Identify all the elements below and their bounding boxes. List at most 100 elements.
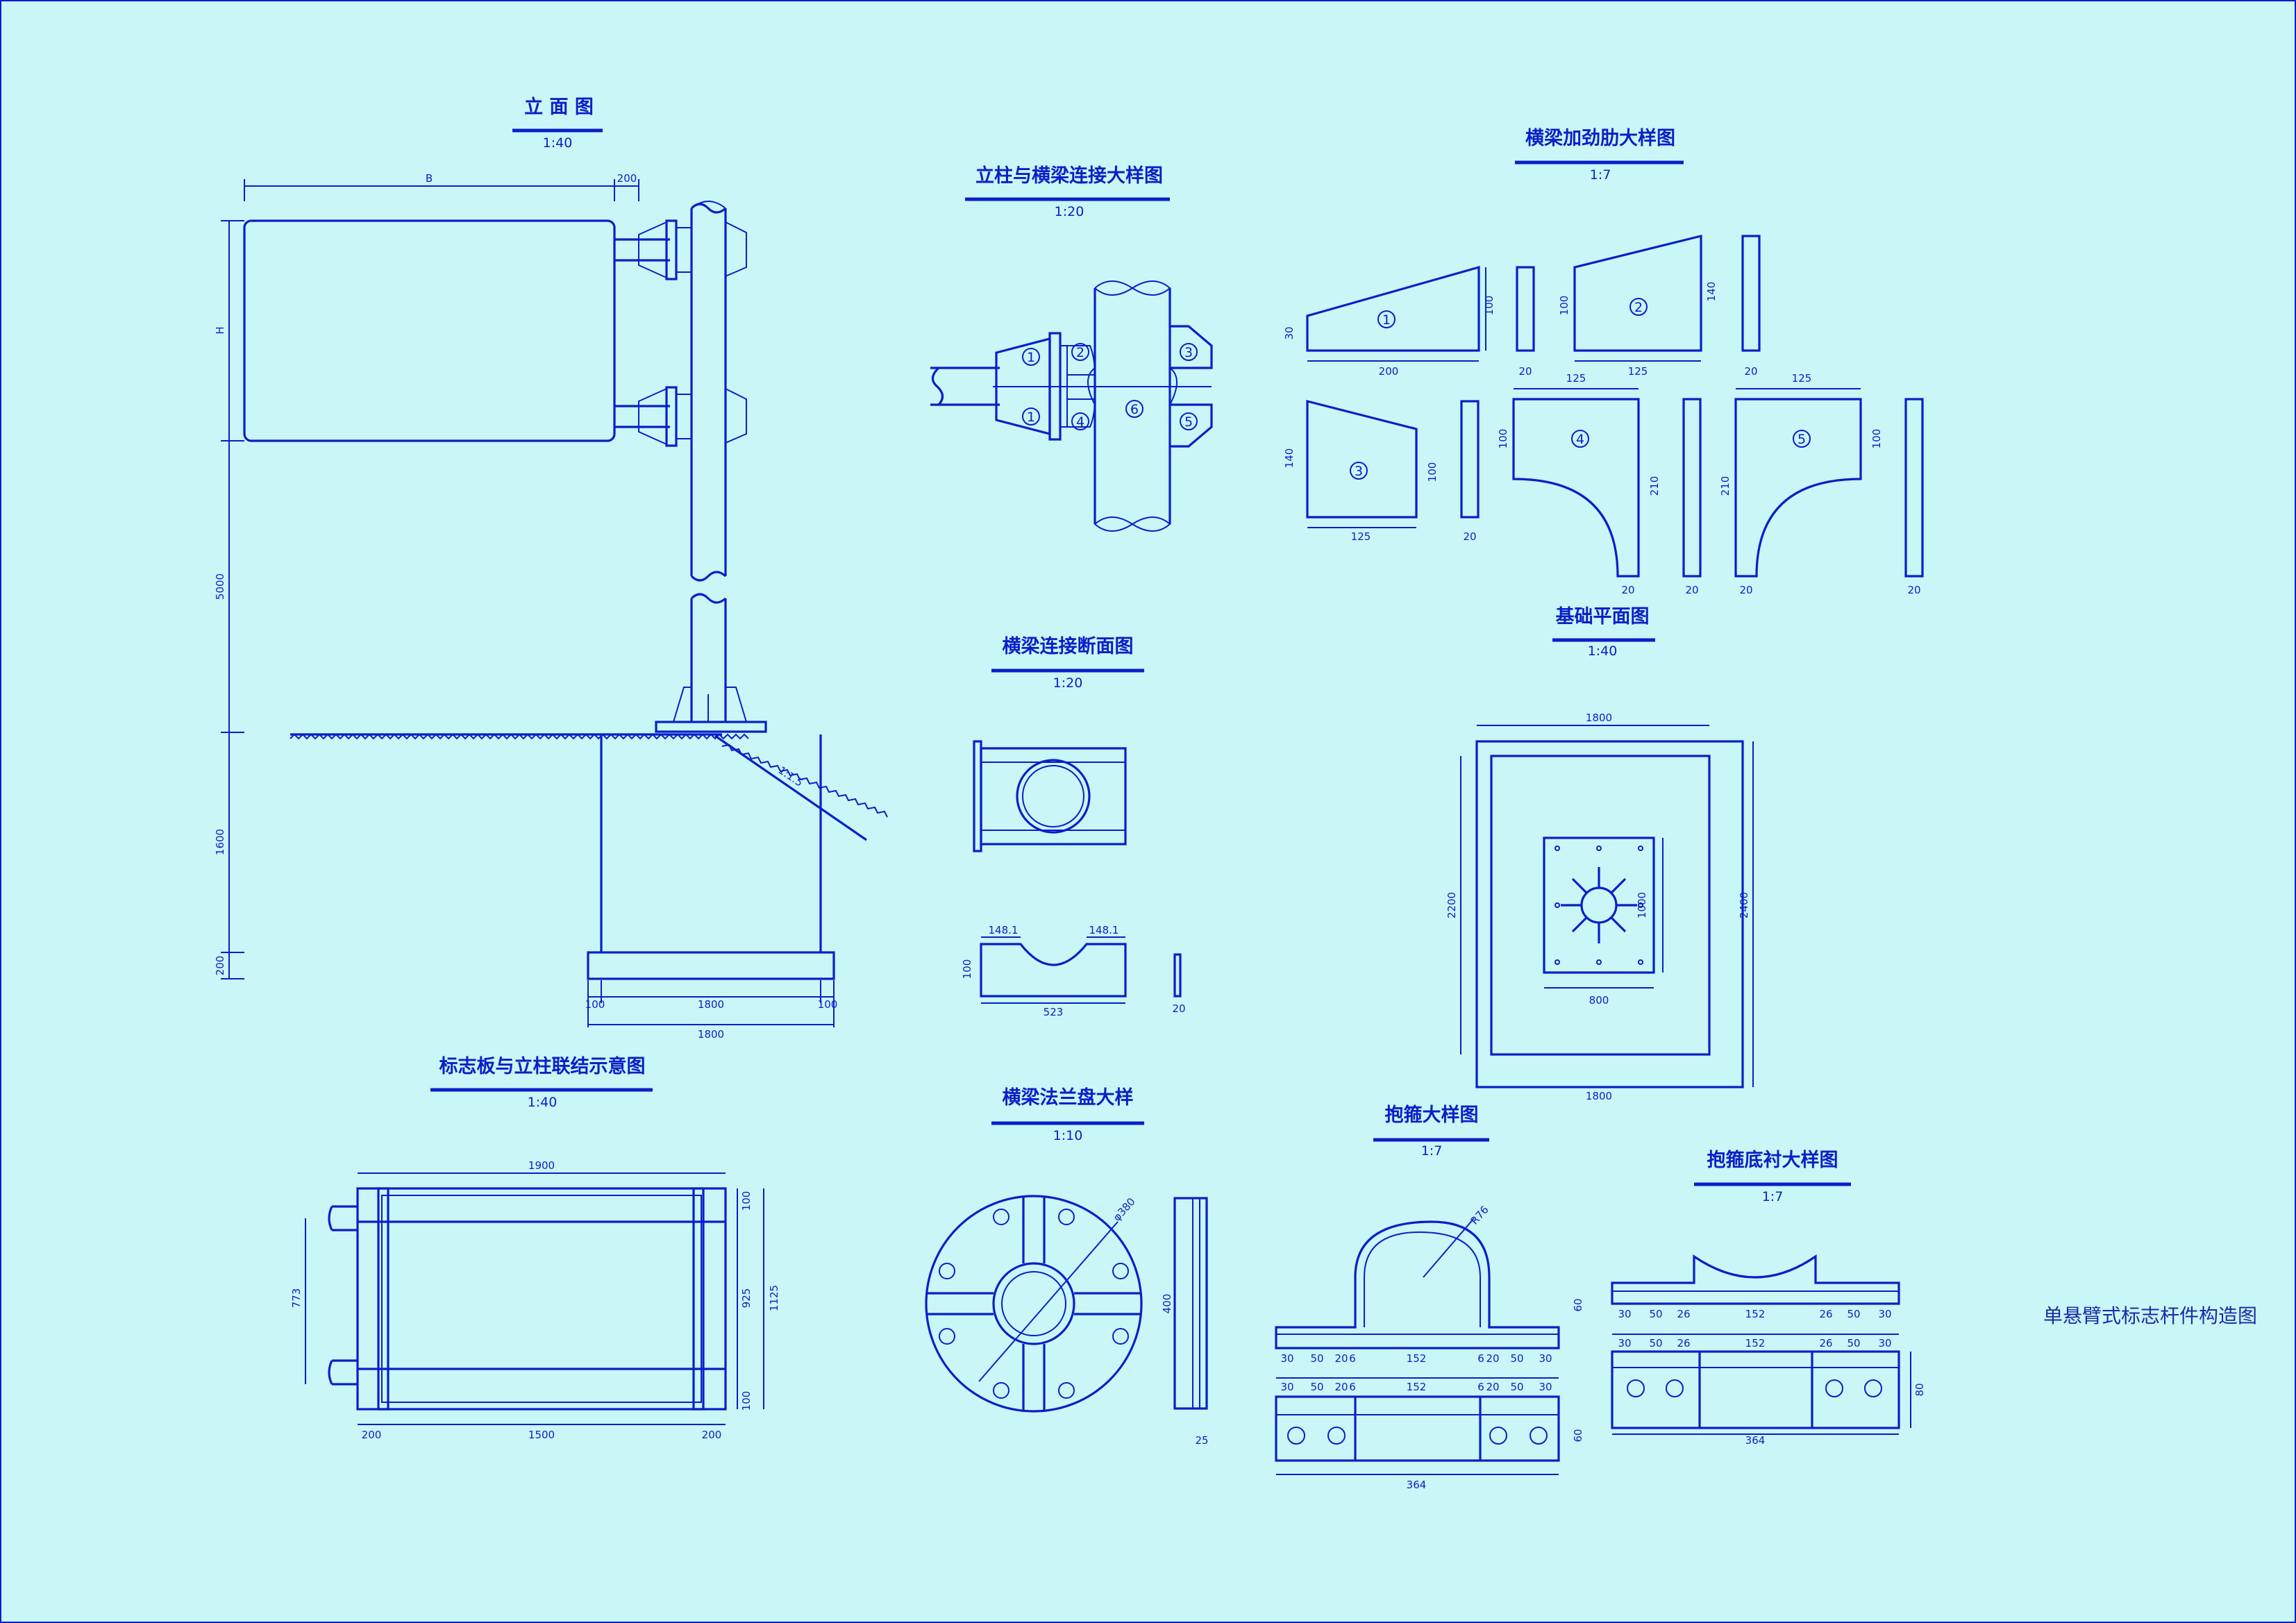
link-dim-b1: 200: [362, 1429, 382, 1441]
rib-dim-210b: 210: [1719, 476, 1732, 496]
liner-title: 抱箍底衬大样图: [1707, 1149, 1838, 1171]
rib-label-3: 3: [1355, 464, 1363, 479]
link-dim-top: 1900: [528, 1159, 555, 1172]
hoop-r1-7: 50: [1510, 1352, 1523, 1365]
liner-r1-6: 30: [1878, 1308, 1891, 1320]
column-beam-scale: 1:20: [1055, 204, 1084, 219]
liner-r2-6: 30: [1878, 1337, 1891, 1349]
rib-dim-100e: 100: [1870, 429, 1883, 449]
hoop-r1-1: 50: [1310, 1352, 1323, 1365]
rib-label-5: 5: [1798, 432, 1806, 447]
hoop-r1-0: 30: [1280, 1352, 1293, 1365]
foundation-dim-top: 1800: [1586, 712, 1612, 724]
hoop-r2-6: 20: [1486, 1381, 1499, 1393]
liner-r1-2: 26: [1677, 1308, 1690, 1320]
hoop-r1-2: 20: [1334, 1352, 1348, 1365]
rib-label-4: 4: [1576, 432, 1584, 447]
drawing-caption: 单悬臂式标志杆件构造图: [2043, 1304, 2257, 1327]
rib-dim-200: 200: [1379, 365, 1399, 378]
section-title: 横梁连接断面图: [1003, 635, 1134, 657]
hoop-scale: 1:7: [1421, 1143, 1443, 1159]
hoop-detail: 抱箍大样图 1:7 R76 60 30 50 20 6 152 6 20 50 …: [1275, 1104, 1584, 1491]
hoop-r2-5: 6: [1477, 1381, 1484, 1393]
link-dim-b3: 200: [702, 1429, 722, 1441]
liner-r1-3: 152: [1745, 1308, 1766, 1320]
elevation-dim-h: H: [214, 326, 226, 334]
liner-dim-h: 80: [1913, 1383, 1926, 1396]
elevation-slope-label: 1:1.5: [776, 764, 805, 789]
hoop-r1-5: 6: [1477, 1352, 1484, 1365]
flange-dim-h: 400: [1161, 1294, 1173, 1314]
hoop-dim-r: R76: [1468, 1204, 1491, 1227]
liner-r1-5: 50: [1847, 1308, 1860, 1320]
rib-label-1: 1: [1382, 312, 1391, 328]
elevation-scale: 1:40: [543, 135, 573, 151]
elevation-dim-1600: 1600: [214, 829, 226, 855]
rib-dim-20a: 20: [1518, 365, 1532, 378]
flange-scale: 1:10: [1053, 1128, 1083, 1143]
elevation-view: 立 面 图 1:40 B 200 H 5000 1600 200: [214, 96, 888, 1041]
link-dim-b2: 1500: [528, 1429, 555, 1441]
sign-board: [243, 219, 616, 442]
hoop-title: 抱箍大样图: [1385, 1104, 1479, 1126]
liner-r2-4: 26: [1819, 1337, 1832, 1349]
foundation-dim-bottom: 1800: [1586, 1090, 1612, 1102]
flange-title: 横梁法兰盘大样: [1003, 1086, 1134, 1109]
liner-row2: 30 50 26 152 26 50 30: [1618, 1337, 1891, 1349]
rib-dim-20g: 20: [1907, 584, 1920, 596]
hoop-r2-3: 6: [1349, 1381, 1356, 1393]
rib-dim-125c: 125: [1566, 372, 1586, 385]
hoop-dim-60b: 60: [1572, 1429, 1584, 1442]
rib-dim-125a: 125: [1628, 365, 1648, 378]
cb-label-1a: 1: [1027, 350, 1035, 365]
flange-dim-t: 25: [1195, 1434, 1208, 1447]
link-dim-left: 773: [290, 1288, 303, 1309]
cb-label-4: 4: [1076, 414, 1084, 430]
liner-r1-4: 26: [1819, 1308, 1832, 1320]
cb-label-2: 2: [1076, 345, 1084, 360]
rib-title: 横梁加劲肋大样图: [1525, 127, 1675, 149]
cb-label-5: 5: [1184, 414, 1193, 430]
foundation-dim-plate: 800: [1589, 994, 1609, 1007]
section-dim-h: 100: [961, 959, 973, 979]
rib-dim-20e: 20: [1685, 584, 1698, 596]
liner-r2-2: 26: [1677, 1337, 1690, 1349]
column-beam-detail: 立柱与横梁连接大样图 1:20 1 2 3 1 4 6 5: [930, 165, 1213, 532]
liner-row1: 30 50 26 152 26 50 30: [1618, 1308, 1891, 1320]
hoop-r2-7: 50: [1510, 1381, 1523, 1393]
hoop-row2: 30 50 20 6 152 6 20 50 30: [1280, 1381, 1552, 1393]
elevation-dim-1800b: 1800: [698, 1028, 724, 1041]
link-scale: 1:40: [528, 1095, 558, 1110]
foundation-dim-right: 2400: [1738, 892, 1750, 918]
liner-r2-0: 30: [1618, 1337, 1631, 1349]
rib-label-2: 2: [1634, 300, 1643, 315]
liner-r2-3: 152: [1745, 1337, 1766, 1349]
link-dim-r2: 925: [740, 1288, 753, 1309]
hoop-r2-8: 30: [1539, 1381, 1552, 1393]
foundation-dim-left: 2200: [1446, 892, 1458, 918]
liner-scale: 1:7: [1762, 1189, 1784, 1204]
rib-dim-140b: 140: [1283, 448, 1296, 469]
beam-section-view: 横梁连接断面图 1:20 148.1 148.1 100 523 20: [961, 635, 1186, 1018]
elevation-dim-200b: 200: [214, 956, 226, 976]
rib-dim-100d: 100: [1497, 429, 1509, 449]
liner-dim-364: 364: [1745, 1434, 1766, 1447]
rib-dim-20c: 20: [1463, 530, 1476, 543]
link-dim-r1: 100: [740, 1191, 753, 1211]
liner-r1-1: 50: [1649, 1308, 1662, 1320]
liner-r1-0: 30: [1618, 1308, 1631, 1320]
hoop-r2-0: 30: [1280, 1381, 1293, 1393]
rib-scale: 1:7: [1590, 167, 1611, 183]
rib-dim-140a: 140: [1705, 282, 1718, 302]
rib-dim-20d: 20: [1621, 584, 1634, 596]
rib-dim-100a: 100: [1483, 296, 1495, 316]
hoop-r1-4: 152: [1407, 1352, 1427, 1365]
hoop-r1-3: 6: [1349, 1352, 1356, 1365]
rib-dim-20f: 20: [1739, 584, 1752, 596]
hoop-r2-2: 20: [1334, 1381, 1348, 1393]
cb-label-6: 6: [1130, 402, 1139, 417]
hoop-dim-364: 364: [1407, 1479, 1427, 1491]
elevation-dim-5000: 5000: [214, 573, 226, 600]
